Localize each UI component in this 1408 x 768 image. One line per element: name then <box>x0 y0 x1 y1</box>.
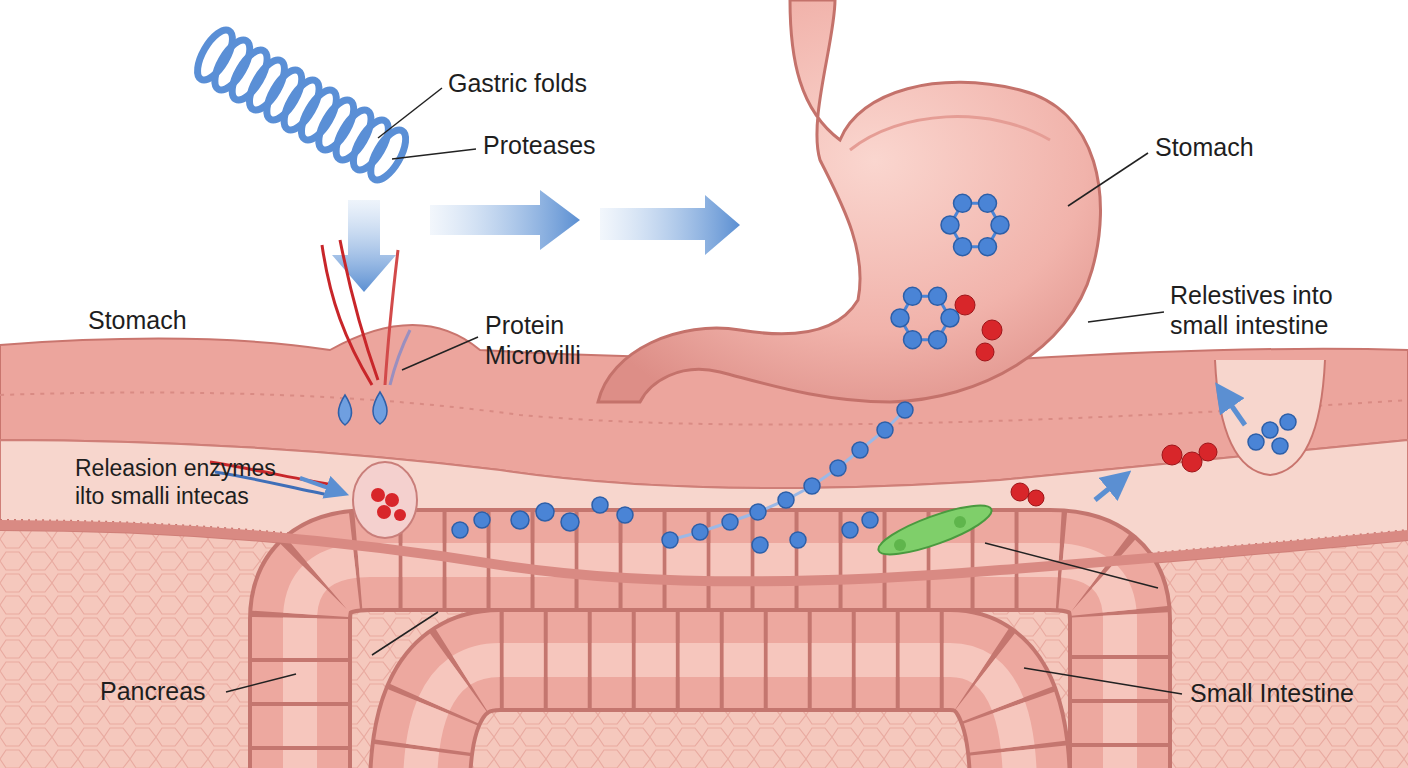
part-label: Small Intestine <box>1190 678 1354 708</box>
enzyme-vesicle <box>353 462 417 538</box>
part-label: Protein Microvilli <box>485 310 615 370</box>
protein-helix <box>191 25 413 185</box>
leader-lines <box>226 88 1182 694</box>
part-label: Pancreas <box>100 676 206 706</box>
small-arrow <box>1222 392 1245 425</box>
intestinal-pocket <box>1215 360 1325 475</box>
part-label: Stomach <box>1155 132 1254 162</box>
stomach-organ <box>598 0 1100 402</box>
gastric-fold <box>850 117 1050 150</box>
small-intestine-coils <box>300 560 1120 768</box>
flow-arrow <box>600 195 740 255</box>
part-label: Proteases <box>483 130 596 160</box>
peptide-molecules <box>452 194 1296 553</box>
wall-layer <box>0 393 1408 425</box>
part-label: Relestives into small intestine <box>1170 280 1370 340</box>
absorbing-cell <box>874 496 996 563</box>
part-label: Releasion enzymes ilto smalli intecas <box>75 455 285 510</box>
part-label: Stomach <box>88 305 187 335</box>
small-arrow <box>300 478 340 492</box>
lumen-edge <box>0 520 1408 586</box>
small-arrow <box>1095 478 1122 500</box>
flow-arrow <box>430 190 580 250</box>
secretion-droplets <box>339 392 388 425</box>
part-label: Gastric folds <box>448 68 587 98</box>
